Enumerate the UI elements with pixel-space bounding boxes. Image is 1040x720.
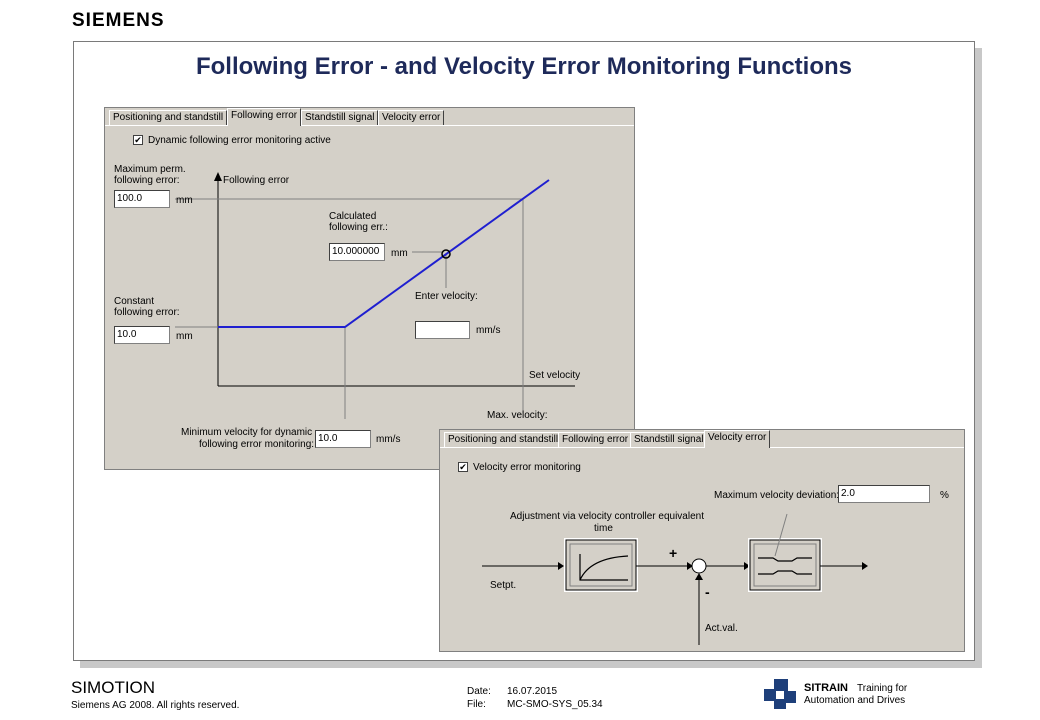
dynamic-monitoring-checkbox[interactable]: ✔ [133, 135, 143, 145]
tab-velocity-error[interactable]: Velocity error [378, 110, 445, 125]
constant-following-error-input[interactable]: 10.0 [114, 326, 170, 344]
max-perm-unit: mm [176, 195, 193, 206]
const-error-label-line2: following error: [114, 307, 180, 318]
calc-error-unit: mm [391, 248, 408, 259]
minus-sign: - [705, 584, 710, 600]
plus-sign: + [669, 545, 678, 561]
following-error-curve [218, 179, 550, 328]
tab-following-error[interactable]: Following error [227, 108, 302, 126]
footer-file-value: MC-SMO-SYS_05.34 [507, 699, 603, 710]
max-velocity-label: Max. velocity: [487, 410, 548, 421]
min-velocity-unit: mm/s [376, 434, 401, 445]
tab-positioning-and-standstill[interactable]: Positioning and standstill [109, 110, 228, 125]
actual-value-label: Act.val. [705, 623, 738, 634]
sitrain-line1: Training for [857, 683, 908, 694]
y-axis-label: Following error [223, 175, 290, 186]
x-axis-label: Set velocity [529, 370, 581, 381]
dynamic-monitoring-label: Dynamic following error monitoring activ… [148, 135, 331, 146]
operating-point-marker [441, 249, 451, 259]
sitrain-logo-icon [764, 679, 796, 709]
sitrain-line2: Automation and Drives [804, 695, 906, 706]
calculated-following-error-field: 10.000000 [329, 243, 385, 261]
setpoint-label: Setpt. [490, 580, 517, 591]
enter-velocity-unit: mm/s [476, 325, 501, 336]
max-velocity-deviation-unit: % [940, 490, 949, 501]
actual-value-arrow-icon [695, 573, 703, 580]
const-error-label-line1: Constant [114, 296, 155, 307]
footer-file-label: File: [467, 699, 486, 710]
summing-junction [691, 558, 707, 574]
error-signal-arrow-icon [744, 562, 750, 570]
tab-velocity-error[interactable]: Velocity error [704, 430, 771, 448]
velocity-monitoring-checkbox[interactable]: ✔ [458, 462, 468, 472]
max-deviation-pointer-line [774, 513, 788, 557]
tab-standstill-signal[interactable]: Standstill signal [301, 110, 379, 125]
sitrain-brand: SITRAIN [804, 682, 848, 694]
max-velocity-deviation-label: Maximum velocity deviation: [714, 490, 840, 501]
limit-block-inner [753, 543, 817, 587]
following-error-dialog: Positioning and standstill Following err… [104, 107, 635, 470]
y-axis-arrow-icon [214, 172, 222, 181]
calc-error-label-line2: following err.: [329, 222, 388, 233]
pt1-step-response-icon [579, 554, 629, 581]
enter-velocity-label: Enter velocity: [415, 291, 478, 302]
output-arrow-icon [862, 562, 868, 570]
max-perm-label-line1: Maximum perm. [114, 164, 186, 175]
max-perm-label-line2: following error: [114, 175, 180, 186]
footer-date-value: 16.07.2015 [507, 686, 558, 697]
velocity-control-block-diagram [482, 513, 868, 645]
min-velocity-input[interactable]: 10.0 [315, 430, 371, 448]
const-error-unit: mm [176, 331, 193, 342]
adjustment-label-line1: Adjustment via velocity controller equiv… [510, 511, 704, 522]
following-error-graph [175, 172, 575, 419]
slide-title: Following Error - and Velocity Error Mon… [195, 53, 852, 80]
max-perm-following-error-input[interactable]: 100.0 [114, 190, 170, 208]
tolerance-band-icon [758, 557, 812, 575]
calc-error-label-line1: Calculated [329, 211, 377, 222]
footer-date-label: Date: [467, 686, 491, 697]
footer-copyright: Siemens AG 2008. All rights reserved. [71, 700, 240, 711]
siemens-logo: SIEMENS [72, 10, 165, 31]
adjustment-label-line2: time [594, 523, 613, 534]
enter-velocity-input[interactable] [415, 321, 470, 339]
velocity-monitoring-label: Velocity error monitoring [473, 462, 581, 473]
tab-divider [105, 125, 634, 126]
max-velocity-deviation-input[interactable]: 2.0 [838, 485, 930, 503]
setpoint-arrow-icon [558, 562, 564, 570]
min-velocity-label-line2: following error monitoring: [199, 439, 315, 450]
tab-divider [440, 447, 964, 448]
footer-product: SIMOTION [71, 678, 156, 697]
velocity-error-dialog: Positioning and standstill Following err… [439, 429, 965, 652]
pt1-output-arrow-icon [687, 562, 693, 570]
min-velocity-label-line1: Minimum velocity for dynamic [181, 427, 313, 438]
